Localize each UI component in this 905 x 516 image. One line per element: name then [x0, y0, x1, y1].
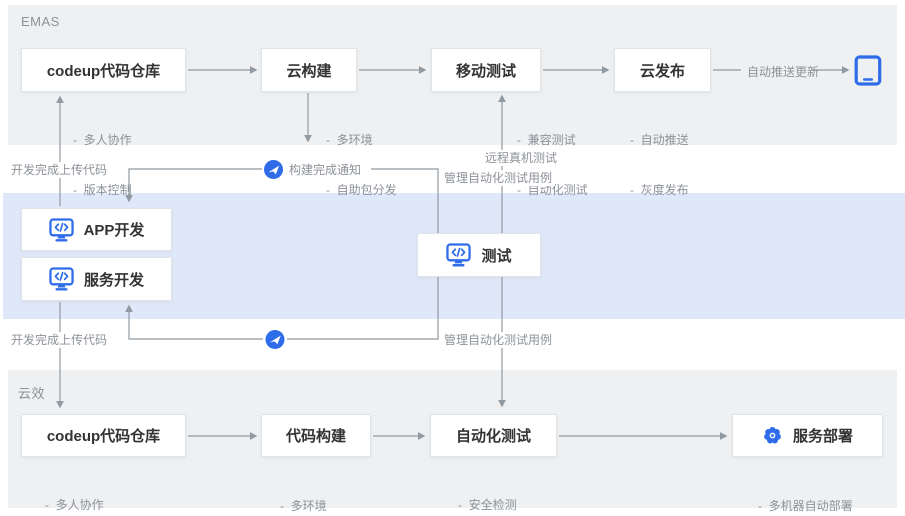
upload-code-label-bottom: 开发完成上传代码: [8, 332, 111, 348]
monitor-code-icon: [48, 217, 74, 241]
deploy-flower-icon: [764, 427, 781, 444]
node-cloud-build: 云构建: [261, 48, 357, 92]
bullet: - 灰度发布: [630, 182, 689, 197]
node-codeup-repo-yunxiao: codeup代码仓库: [21, 414, 186, 457]
mobile-testing-bullets: - 兼容测试 - 自动化测试: [517, 99, 588, 231]
node-codeup-repo-emas: codeup代码仓库: [21, 48, 186, 92]
remote-device-test-label: 远程真机测试: [482, 150, 561, 166]
node-label: 代码构建: [285, 428, 346, 445]
bullet: - 多人协作: [45, 498, 104, 512]
monitor-code-icon: [49, 267, 74, 291]
upload-code-label-top: 开发完成上传代码: [8, 162, 111, 178]
node-mobile-testing: 移动测试: [431, 48, 541, 92]
node-label: codeup代码仓库: [46, 62, 161, 80]
node-auto-testing: 自动化测试: [430, 414, 557, 457]
service-deploy-bullets: - 多机器自动部署: [758, 465, 853, 516]
node-label: codeup代码仓库: [46, 428, 161, 445]
bullet: - 版本控制: [73, 182, 132, 197]
bullet: - 自动化测试: [517, 182, 588, 197]
yunxiao-lane-label: 云效: [18, 386, 46, 401]
bullet: - 多环境: [280, 499, 327, 513]
manage-test-cases-label-top: 管理自动化测试用例: [441, 170, 556, 186]
node-label: 云构建: [286, 62, 332, 80]
send-plane-icon: [265, 330, 285, 349]
node-code-build: 代码构建: [261, 414, 371, 457]
push-update-label: 自动推送更新: [747, 65, 820, 79]
node-label: 云发布: [639, 62, 685, 80]
node-label: 服务开发: [83, 271, 144, 289]
bullet: - 自动推送: [630, 133, 689, 147]
bullet: - 安全检测: [458, 498, 517, 512]
build-done-label: 构建完成通知: [286, 162, 365, 178]
bullet: - 兼容测试: [517, 133, 576, 147]
node-cloud-release: 云发布: [614, 48, 711, 92]
monitor-code-icon: [446, 243, 472, 267]
code-build-bullets: - 多环境: [280, 465, 327, 516]
node-label: 服务部署: [792, 428, 853, 445]
send-plane-icon: [264, 160, 283, 179]
node-service-dev: 服务开发: [21, 257, 172, 301]
node-app-dev: APP开发: [21, 208, 172, 251]
codeup-emas-bullets: - 多人协作 - 版本控制: [73, 99, 132, 231]
node-testing: 测试: [417, 233, 541, 277]
cloud-build-bullets: - 多环境 - 自助包分发: [326, 99, 397, 231]
manage-test-cases-label-bottom: 管理自动化测试用例: [441, 332, 556, 348]
node-label: 自动化测试: [455, 428, 531, 445]
codeup-yunxiao-bullets: - 多人协作 - 版本控制: [45, 464, 104, 516]
bullet: - 多人协作: [73, 133, 132, 147]
node-label: 测试: [481, 247, 512, 265]
smartphone-icon: [854, 55, 882, 86]
bullet: - 多环境: [326, 133, 373, 147]
emas-lane-label: EMAS: [21, 14, 60, 29]
bullet: - 多机器自动部署: [758, 499, 853, 513]
auto-testing-bullets: - 安全检测 - 自动化测试: [458, 464, 529, 516]
cloud-release-bullets: - 自动推送 - 灰度发布: [630, 99, 689, 231]
node-label: 移动测试: [455, 62, 516, 80]
bullet: - 自助包分发: [326, 182, 397, 197]
node-service-deploy: 服务部署: [732, 414, 883, 457]
node-label: APP开发: [83, 222, 145, 239]
